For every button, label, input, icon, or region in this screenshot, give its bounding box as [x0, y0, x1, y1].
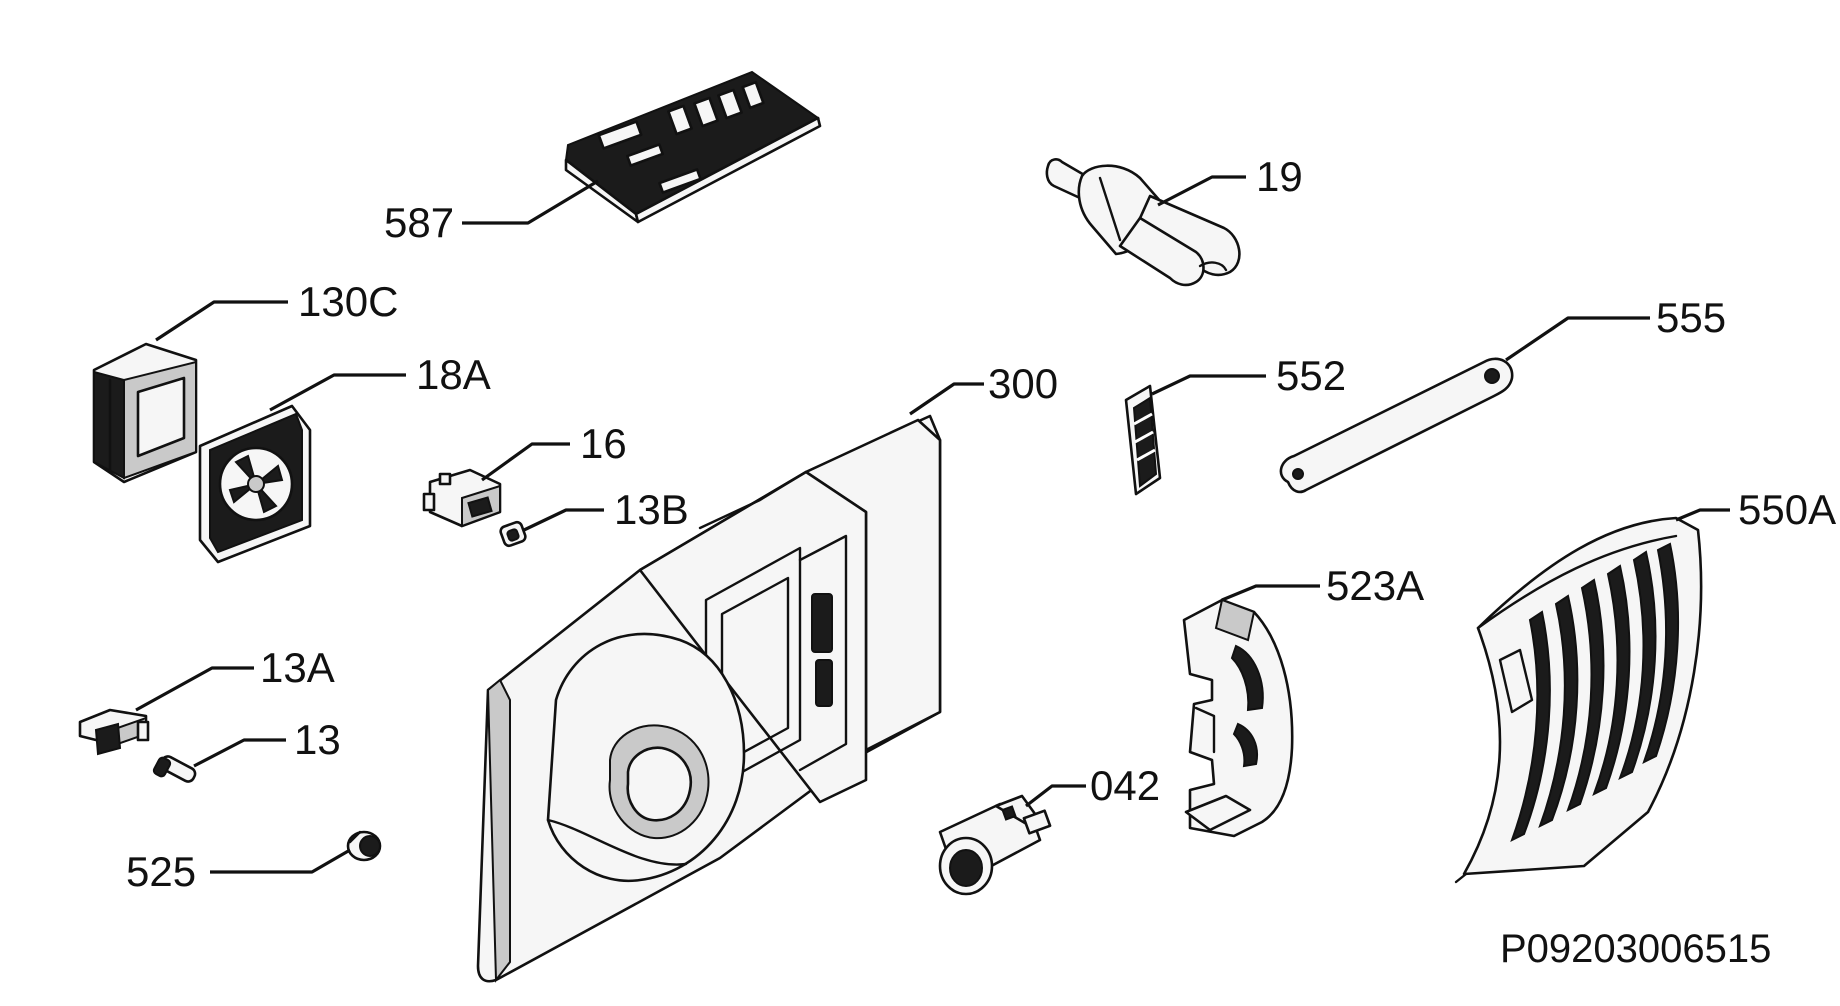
leader-042: [1025, 784, 1086, 808]
leader-587: [462, 179, 599, 225]
part-label-18A: 18A: [416, 351, 491, 398]
lamp-holder-bracket-icon: [1182, 598, 1294, 838]
lamp-socket-icon: [938, 794, 1052, 896]
leader-19: [1157, 175, 1246, 207]
leader-16: [481, 442, 570, 482]
part-label-042: 042: [1090, 762, 1160, 809]
leader-13A: [135, 666, 254, 712]
leader-13B: [523, 508, 604, 532]
part-label-525: 525: [126, 848, 196, 895]
switch-cap-icon: [499, 520, 527, 548]
fan-icon: [198, 404, 312, 564]
drawing-number: P09203006515: [1500, 927, 1771, 971]
part-label-13: 13: [294, 716, 341, 763]
part-label-13B: 13B: [614, 486, 689, 533]
part-label-13A: 13A: [260, 644, 335, 691]
part-label-523A: 523A: [1326, 562, 1424, 609]
part-label-587: 587: [384, 199, 454, 246]
control-housing-icon: [476, 414, 942, 983]
leader-523A: [1221, 584, 1320, 602]
part-label-552: 552: [1276, 352, 1346, 399]
part-label-555: 555: [1656, 294, 1726, 341]
leader-300: [909, 382, 984, 416]
leader-13: [193, 738, 286, 768]
clip-comb-icon: [1124, 384, 1162, 496]
leader-550A: [1675, 508, 1730, 522]
part-label-16: 16: [580, 420, 627, 467]
leader-552: [1151, 374, 1266, 396]
door-switch-icon: [78, 708, 150, 756]
lamp-bulb-icon: [1045, 158, 1241, 287]
part-label-300: 300: [988, 360, 1058, 407]
lever-strip-icon: [1279, 357, 1514, 494]
fan-housing-icon: [92, 342, 198, 484]
lamp-cover-grille-icon: [1454, 516, 1703, 884]
control-board-icon: [564, 70, 822, 224]
knob-icon: [346, 830, 382, 862]
plunger-icon: [152, 755, 197, 783]
part-label-130C: 130C: [298, 278, 398, 325]
leader-18A: [269, 373, 406, 412]
leader-525: [210, 848, 351, 874]
leader-130C: [155, 300, 288, 342]
part-label-19: 19: [1256, 153, 1303, 200]
part-label-550A: 550A: [1738, 486, 1836, 533]
grille-slats: [1510, 542, 1680, 843]
leader-555: [1505, 316, 1650, 362]
switch-icon: [422, 468, 502, 528]
